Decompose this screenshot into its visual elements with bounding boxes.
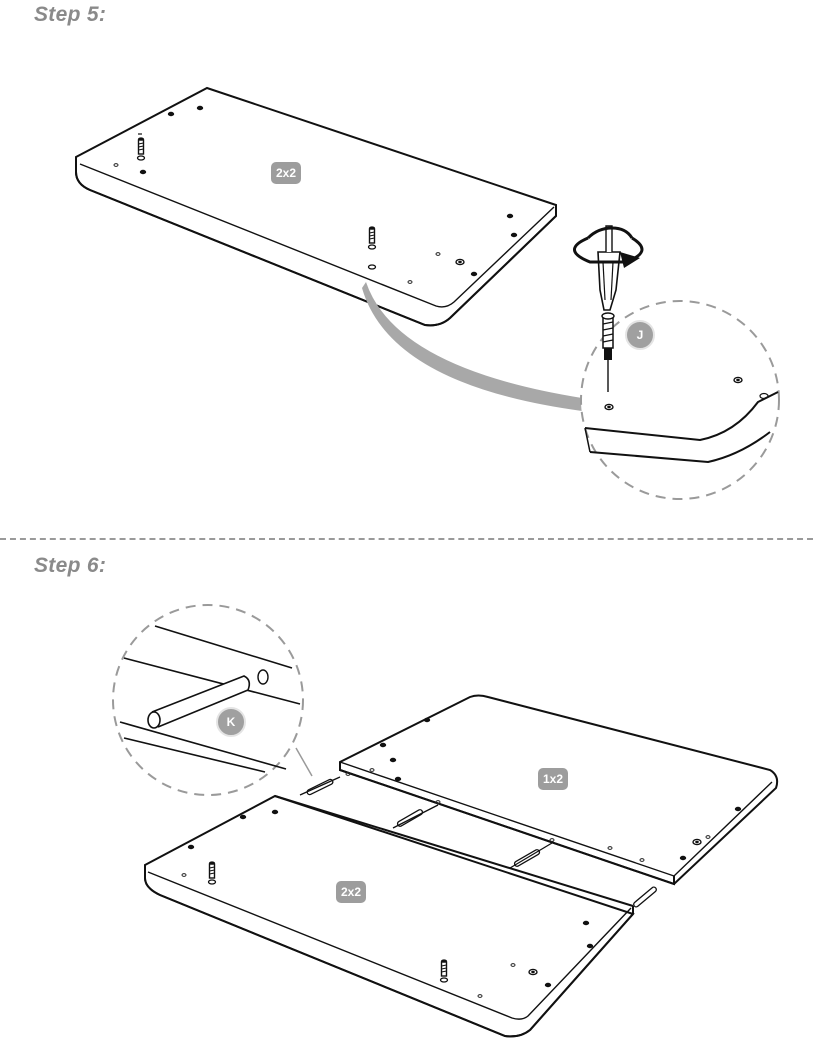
dowels xyxy=(299,776,658,909)
part-j-badge: J xyxy=(625,320,655,350)
panel-2x2-label: 2x2 xyxy=(271,162,302,184)
panel-2x2-label-step6: 2x2 xyxy=(336,881,367,903)
panel-1x2-label: 1x2 xyxy=(538,768,569,790)
step5-detail-circle xyxy=(580,300,780,500)
step6-left-panel xyxy=(144,794,635,1038)
screwdriver-icon xyxy=(597,225,621,311)
part-k-badge: K xyxy=(216,707,246,737)
step6-detail-circle xyxy=(112,604,304,796)
step-5-title: Step 5: xyxy=(34,3,107,26)
step-divider xyxy=(0,538,813,540)
rotate-arrow-icon xyxy=(573,226,644,268)
step5-panel xyxy=(75,86,557,327)
step-6-title: Step 6: xyxy=(34,554,107,577)
